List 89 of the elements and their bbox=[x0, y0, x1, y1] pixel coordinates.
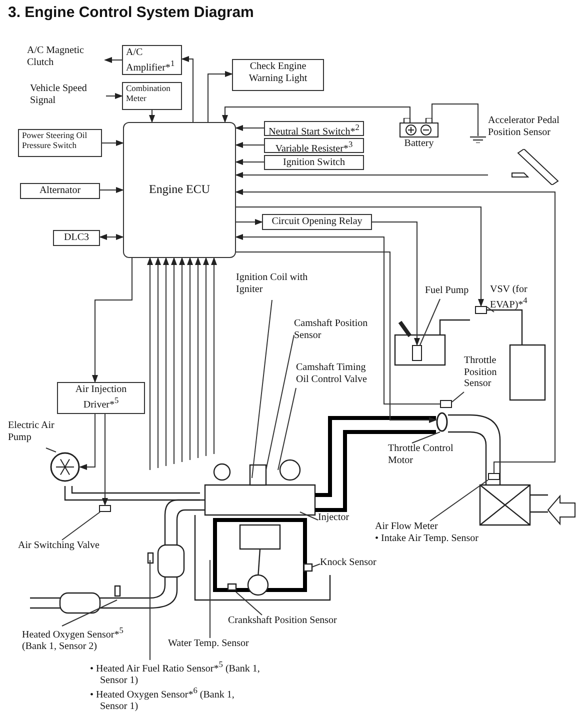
component-label: • Intake Air Temp. Sensor bbox=[375, 532, 480, 544]
component-label: Accelerator Pedal Position Sensor bbox=[488, 115, 560, 138]
arrow bbox=[235, 172, 488, 178]
component-label: Battery bbox=[403, 138, 435, 150]
arrow bbox=[235, 189, 556, 474]
leader-line bbox=[62, 512, 100, 540]
component-label: Air Switching Valve bbox=[18, 540, 122, 554]
valve-symbol bbox=[99, 505, 111, 512]
connector-box: DLC3 bbox=[53, 230, 100, 246]
component-label: Ignition Coil with Igniter bbox=[236, 272, 308, 300]
component-label: Throttle Position Sensor bbox=[464, 355, 510, 397]
switch-box: Ignition Switch bbox=[264, 155, 364, 170]
leader-line bbox=[412, 432, 440, 444]
leader-line bbox=[252, 300, 272, 478]
throttle-valve-symbol bbox=[436, 412, 448, 432]
component-label: Water Temp. Sensor bbox=[168, 638, 260, 652]
arrow bbox=[195, 257, 201, 458]
fuel-pump-symbol bbox=[412, 345, 422, 361]
arrow bbox=[92, 258, 132, 383]
arrow bbox=[235, 159, 264, 165]
diagram-title: 3. Engine Control System Diagram bbox=[8, 4, 254, 21]
arrow bbox=[106, 93, 123, 99]
component-label: Throttle Control Motor bbox=[388, 443, 474, 471]
component-label: Electric Air Pump bbox=[8, 420, 70, 448]
component-label: Heated Oxygen Sensor*$^{5}$ (Bank 1, Sensor 2) bbox=[22, 626, 142, 656]
component-label: VSV (for EVAP)*$^{4}$ bbox=[490, 284, 562, 312]
leader-line bbox=[266, 334, 294, 470]
leader-line bbox=[278, 388, 296, 470]
arrow bbox=[236, 206, 484, 307]
leader-line bbox=[46, 448, 56, 452]
signal-label: Vehicle Speed Signal bbox=[30, 83, 106, 113]
component-label: Fuel Pump bbox=[425, 285, 485, 299]
amplifier-box: A/C Amplifier*$^{1}$ bbox=[122, 45, 182, 75]
component-label: • Heated Oxygen Sensor*$^{6}$ (Bank 1, Sensor 1) bbox=[90, 686, 236, 713]
ground-symbol bbox=[468, 133, 488, 143]
meter-box: Combination Meter bbox=[122, 82, 182, 110]
valve-symbol bbox=[475, 306, 487, 314]
sensor-symbol bbox=[488, 473, 500, 480]
leader-line bbox=[300, 512, 318, 520]
arrow bbox=[203, 257, 209, 456]
arrow bbox=[102, 140, 124, 146]
driver-box: Air Injection Driver*$^{5}$ bbox=[57, 382, 145, 414]
arrow bbox=[155, 257, 161, 468]
ecu-box: Engine ECU bbox=[123, 122, 236, 258]
switch-box: Neutral Start Switch*$^{2}$ bbox=[264, 121, 364, 136]
arrow bbox=[235, 125, 264, 131]
resistor-box: Variable Resister*$^{3}$ bbox=[264, 138, 364, 153]
arrow bbox=[79, 414, 96, 470]
alternator-box: Alternator bbox=[20, 183, 100, 199]
arrow bbox=[236, 252, 437, 423]
component-label: Air Flow Meter bbox=[375, 521, 439, 532]
switch-box: Power Steering Oil Pressure Switch bbox=[18, 129, 102, 157]
leader-line bbox=[432, 104, 478, 134]
relay-box: Circuit Opening Relay bbox=[262, 214, 372, 230]
arrow bbox=[372, 222, 420, 346]
arrow bbox=[235, 142, 264, 148]
leader-line bbox=[430, 480, 488, 522]
arrow bbox=[181, 56, 194, 122]
component-label: Knock Sensor bbox=[320, 557, 390, 571]
arrow bbox=[211, 257, 217, 454]
arrow bbox=[179, 257, 185, 462]
arrow bbox=[149, 110, 155, 123]
leader-line bbox=[312, 564, 320, 568]
component-label: Camshaft Position Sensor bbox=[294, 318, 380, 346]
air-pump-symbol bbox=[50, 452, 80, 482]
component-label: Camshaft Timing Oil Control Valve bbox=[296, 362, 380, 404]
sensor-symbol bbox=[440, 400, 452, 408]
component-label: Crankshaft Position Sensor bbox=[228, 615, 362, 629]
arrow bbox=[187, 257, 193, 460]
component-label: Injector bbox=[318, 512, 362, 526]
arrow bbox=[171, 257, 177, 464]
arrow bbox=[100, 187, 124, 193]
arrow bbox=[99, 234, 124, 240]
leader-line bbox=[62, 600, 118, 626]
warning-light-box: Check Engine Warning Light bbox=[232, 59, 324, 91]
arrow bbox=[163, 257, 169, 466]
arrow bbox=[102, 414, 108, 506]
leader-line bbox=[486, 306, 494, 312]
arrow bbox=[222, 106, 410, 123]
arrow bbox=[208, 71, 233, 122]
arrow bbox=[236, 219, 263, 225]
arrow bbox=[147, 257, 153, 470]
component-label: • Heated Air Fuel Ratio Sensor*$^{5}$ (Bank 1, Sensor 1) bbox=[90, 660, 260, 686]
arrow bbox=[104, 57, 122, 63]
leader-line bbox=[236, 592, 262, 616]
leader-line bbox=[452, 392, 464, 402]
leader-line bbox=[420, 298, 440, 346]
output-label: A/C Magnetic Clutch bbox=[27, 45, 105, 75]
arrow bbox=[235, 234, 440, 404]
